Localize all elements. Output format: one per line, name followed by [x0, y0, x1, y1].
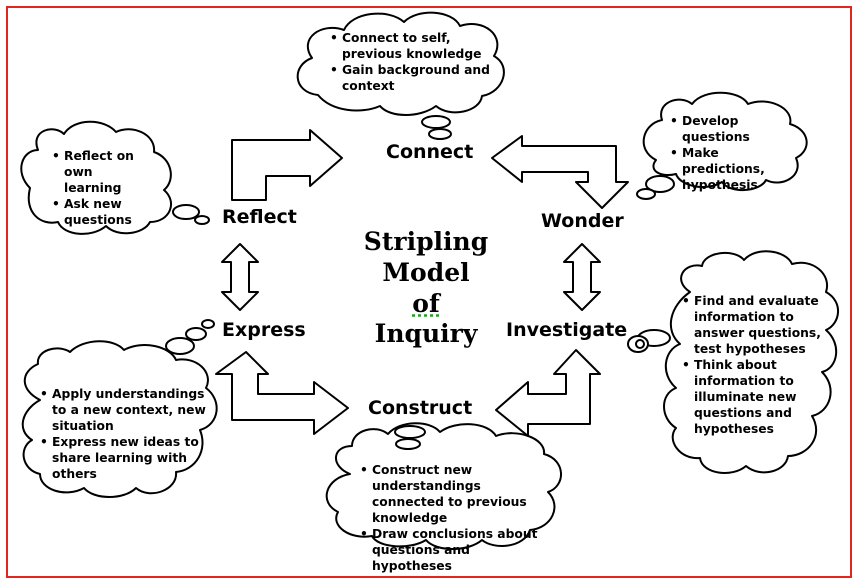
- connect-bubble-text: Connect to self, previous knowledge Gain…: [330, 30, 490, 94]
- investigate-bubble-text: Find and evaluate information to answer …: [682, 293, 822, 437]
- stage-investigate: Investigate: [506, 319, 628, 341]
- construct-bubble-item: Construct new understandings connected t…: [360, 462, 550, 526]
- stage-connect: Connect: [386, 141, 474, 163]
- arrow-express-to-construct: [215, 351, 349, 435]
- stage-wonder: Wonder: [541, 210, 624, 232]
- connect-bubble-item: Gain background and context: [330, 62, 490, 94]
- red-frame: [6, 6, 852, 578]
- wonder-bubble-item: Make predictions, hypothesis: [670, 145, 800, 193]
- connect-bubble-item: Connect to self, previous knowledge: [330, 30, 490, 62]
- investigate-bubble-item: Think about information to illuminate ne…: [682, 357, 822, 437]
- arrow-reflect-to-connect: [231, 129, 343, 201]
- reflect-bubble-item: Ask new questions: [52, 196, 152, 228]
- wonder-bubble-item: Develop questions: [670, 113, 800, 145]
- reflect-bubble-text: Reflect on own learning Ask new question…: [52, 148, 152, 228]
- arrow-reflect-express: [221, 243, 259, 311]
- express-bubble-item: Express new ideas to share learning with…: [40, 434, 210, 482]
- wonder-bubble-text: Develop questions Make predictions, hypo…: [670, 113, 800, 193]
- title-line-2: Model: [382, 258, 470, 287]
- stage-express: Express: [222, 319, 306, 341]
- investigate-bubble-item: Find and evaluate information to answer …: [682, 293, 822, 357]
- arrow-wonder-investigate: [563, 243, 601, 311]
- title-line-4: Inquiry: [374, 319, 478, 348]
- stage-reflect: Reflect: [222, 206, 297, 228]
- express-bubble-text: Apply understandings to a new context, n…: [40, 386, 210, 482]
- title-line-3-text: of: [412, 289, 440, 318]
- stage-construct: Construct: [368, 397, 473, 419]
- express-bubble-item: Apply understandings to a new context, n…: [40, 386, 210, 434]
- title-line-3: of: [346, 291, 506, 316]
- construct-bubble-text: Construct new understandings connected t…: [360, 462, 550, 574]
- title-line-1: Stripling: [363, 227, 489, 256]
- arrow-connect-to-wonder: [491, 135, 629, 209]
- construct-bubble-item: Draw conclusions about questions and hyp…: [360, 526, 550, 574]
- arrow-investigate-to-construct: [495, 349, 601, 437]
- reflect-bubble-item: Reflect on own learning: [52, 148, 152, 196]
